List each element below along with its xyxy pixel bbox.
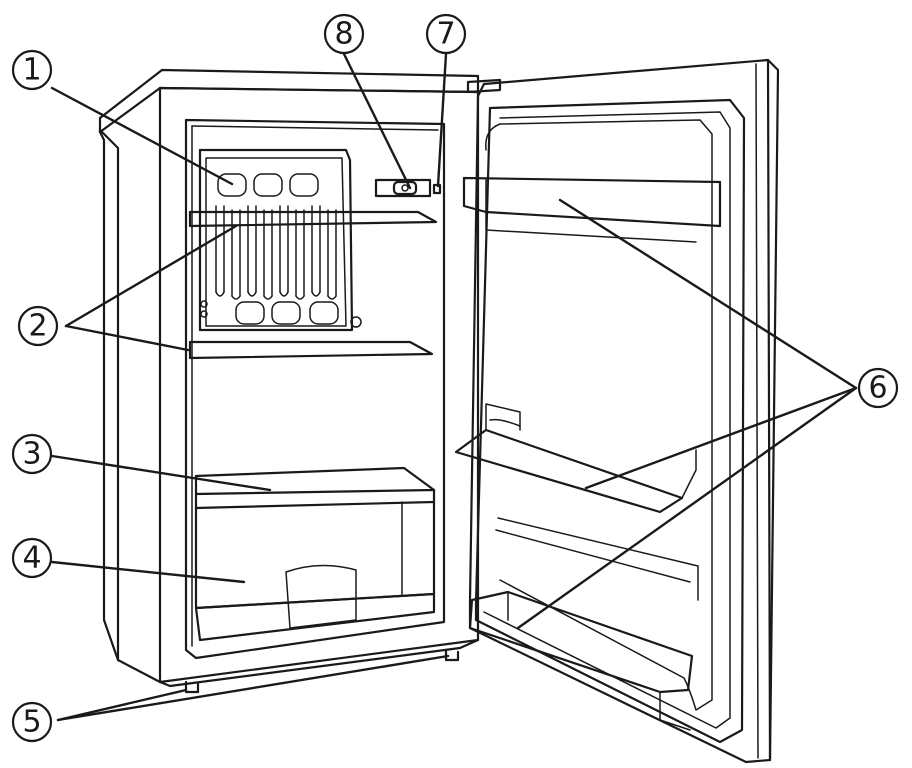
callout-4-label: 4 bbox=[22, 541, 41, 576]
callout-4: 4 bbox=[11, 537, 53, 579]
leader-6b bbox=[584, 386, 858, 490]
leader-6a bbox=[558, 198, 858, 390]
leader-6c bbox=[516, 386, 858, 630]
callout-3-label: 3 bbox=[22, 437, 41, 472]
glass-shelves bbox=[188, 210, 438, 360]
door bbox=[454, 58, 780, 764]
callout-7-label: 7 bbox=[436, 17, 455, 52]
leader-4 bbox=[50, 560, 246, 584]
cabinet bbox=[98, 68, 480, 694]
callout-5-label: 5 bbox=[22, 705, 41, 740]
leader-2b bbox=[64, 324, 190, 352]
callout-7: 7 bbox=[425, 13, 467, 55]
leader-5b bbox=[56, 654, 450, 722]
callout-5: 5 bbox=[11, 701, 53, 743]
leader-5a bbox=[56, 688, 188, 722]
leader-2a bbox=[64, 224, 238, 328]
callout-8: 8 bbox=[323, 13, 365, 55]
leader-1 bbox=[50, 86, 234, 186]
leader-7 bbox=[436, 52, 448, 188]
callout-6: 6 bbox=[857, 367, 899, 409]
evaporator bbox=[198, 148, 362, 332]
leader-lines bbox=[50, 52, 858, 722]
callout-6-label: 6 bbox=[868, 371, 887, 406]
callout-1: 1 bbox=[11, 49, 53, 91]
callout-2-label: 2 bbox=[28, 309, 47, 344]
leader-8 bbox=[342, 52, 412, 190]
leader-3 bbox=[50, 454, 272, 492]
callout-8-label: 8 bbox=[334, 17, 353, 52]
callout-3: 3 bbox=[11, 433, 53, 475]
crisper bbox=[194, 466, 436, 642]
callout-1-label: 1 bbox=[22, 53, 41, 88]
callout-2: 2 bbox=[17, 305, 59, 347]
